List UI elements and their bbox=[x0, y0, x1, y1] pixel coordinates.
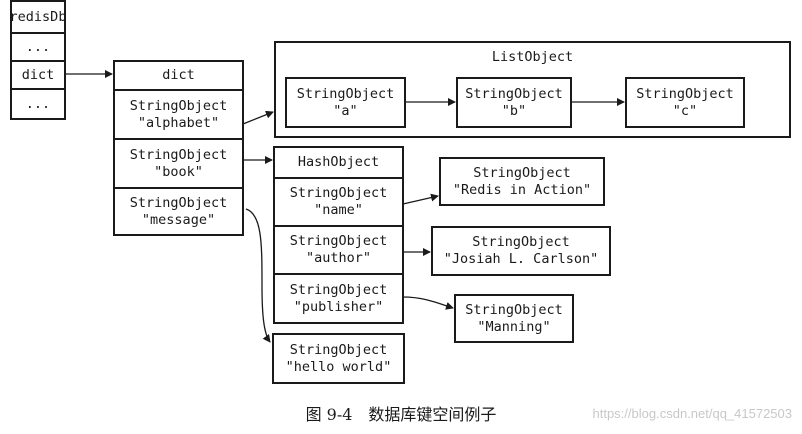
redisdb-table: redisDb ... dict ... bbox=[10, 0, 66, 120]
figure-caption: 图 9-4 数据库键空间例子 bbox=[305, 405, 497, 424]
hash-value-text: "Redis in Action" bbox=[452, 181, 592, 198]
list-item-type: StringObject bbox=[296, 85, 395, 102]
watermark-text: https://blog.csdn.net/qq_41572503 bbox=[592, 406, 793, 421]
redisdb-title: redisDb bbox=[10, 2, 66, 34]
dict-entry-type: StringObject bbox=[129, 97, 228, 114]
dict-entry-key: "message" bbox=[141, 211, 216, 228]
redisdb-dict-field: dict bbox=[12, 62, 64, 90]
hash-value-publisher: StringObject "Manning" bbox=[454, 294, 574, 343]
hash-value-type: StringObject bbox=[473, 164, 571, 181]
dict-entry-alphabet: StringObject "alphabet" bbox=[115, 91, 242, 140]
hash-value-text: "Josiah L. Carlson" bbox=[443, 251, 599, 267]
list-item-value: "c" bbox=[672, 102, 698, 119]
arrow-message-to-hello bbox=[245, 208, 271, 343]
list-item-b: StringObject "b" bbox=[456, 77, 572, 128]
arrow-alphabet-to-listobject bbox=[242, 110, 274, 125]
dict-header: dict bbox=[115, 62, 242, 91]
hash-field-type: StringObject bbox=[289, 233, 388, 249]
dict-entry-key: "alphabet" bbox=[137, 114, 220, 131]
hash-value-type: StringObject bbox=[472, 234, 570, 250]
hashobject-header: HashObject bbox=[275, 148, 402, 179]
hash-value-type: StringObject bbox=[465, 301, 563, 318]
hash-value-author: StringObject "Josiah L. Carlson" bbox=[431, 226, 611, 276]
listobject-frame: ListObject bbox=[274, 41, 791, 138]
dict-entry-type: StringObject bbox=[129, 194, 228, 211]
hash-field-key: "publisher" bbox=[293, 298, 384, 315]
hash-field-key: "author" bbox=[305, 250, 372, 266]
redisdb-ellipsis-bottom: ... bbox=[25, 95, 51, 112]
list-item-c: StringObject "c" bbox=[625, 77, 745, 128]
dict-entry-message: StringObject "message" bbox=[115, 189, 242, 234]
hashobject-table: HashObject StringObject "name" StringObj… bbox=[273, 146, 404, 324]
hash-value-text: "Manning" bbox=[477, 318, 551, 335]
listobject-title: ListObject bbox=[491, 49, 574, 65]
hash-field-publisher: StringObject "publisher" bbox=[275, 275, 402, 322]
list-item-type: StringObject bbox=[465, 85, 563, 102]
dict-entry-type: StringObject bbox=[129, 146, 228, 163]
dict-table: dict StringObject "alphabet" StringObjec… bbox=[113, 60, 244, 236]
message-value: StringObject "hello world" bbox=[272, 333, 405, 384]
list-item-value: "a" bbox=[333, 102, 358, 119]
hash-value-name: StringObject "Redis in Action" bbox=[439, 157, 605, 206]
list-item-a: StringObject "a" bbox=[285, 77, 406, 128]
message-value-text: "hello world" bbox=[285, 358, 392, 375]
hash-field-author: StringObject "author" bbox=[275, 227, 402, 275]
dict-entry-book: StringObject "book" bbox=[115, 140, 242, 189]
list-item-value: "b" bbox=[501, 102, 527, 119]
hash-field-type: StringObject bbox=[289, 185, 388, 201]
hash-field-key: "name" bbox=[314, 202, 363, 218]
arrow-name-to-value bbox=[402, 193, 439, 205]
list-item-type: StringObject bbox=[636, 85, 734, 102]
dict-entry-key: "book" bbox=[154, 163, 203, 180]
hash-field-type: StringObject bbox=[289, 281, 388, 298]
hash-field-name: StringObject "name" bbox=[275, 179, 402, 227]
arrow-publisher-to-value bbox=[402, 296, 454, 310]
redisdb-ellipsis-top: ... bbox=[12, 34, 64, 62]
message-value-type: StringObject bbox=[289, 341, 388, 358]
